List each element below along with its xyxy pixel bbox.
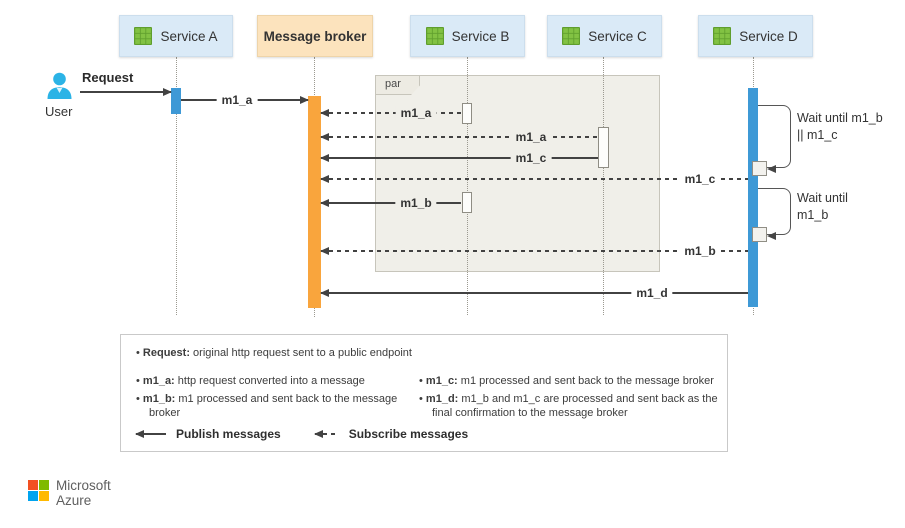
- wait-note-2: Wait until m1_b: [797, 191, 848, 222]
- wait-state-square-2: [752, 227, 767, 242]
- message-label-m1c: m1_c: [679, 172, 721, 186]
- wait-loop-2: [758, 188, 791, 240]
- arrow-m1a-subscribe-c: [320, 133, 598, 141]
- message-label-m1d: m1_d: [631, 286, 673, 300]
- par-label: par: [385, 78, 401, 90]
- arrow-m1d-publish: [320, 289, 748, 297]
- participant-service-d: Service D: [698, 15, 813, 57]
- legend-item-m1d: • m1_d: m1_b and m1_c are processed and …: [419, 393, 718, 419]
- message-label-m1a: m1_a: [510, 130, 552, 144]
- microsoft-logo-icon: [28, 480, 49, 508]
- legend-column-right: • m1_c: m1 processed and sent back to th…: [419, 374, 719, 424]
- arrow-m1b-publish: [320, 199, 461, 207]
- subscribe-label: Subscribe messages: [348, 427, 469, 441]
- message-label-m1b: m1_b: [679, 244, 721, 258]
- arrowhead-left-icon: [313, 430, 323, 438]
- par-label-tab: par: [375, 75, 420, 95]
- arrowhead-left-icon: [767, 231, 776, 240]
- arrowhead-left-icon: [320, 199, 329, 207]
- participant-service-c: Service C: [547, 15, 662, 57]
- arrowhead-right-icon: [300, 96, 309, 104]
- solid-left-arrow-icon: [135, 430, 166, 438]
- activation-service-b-2: [461, 192, 472, 213]
- arrow-request: [80, 88, 172, 96]
- person-icon: [47, 72, 72, 99]
- participant-label: Service C: [588, 28, 647, 44]
- arrowhead-left-icon: [320, 109, 329, 117]
- participant-message-broker: Message broker: [257, 15, 373, 57]
- arrowhead-left-icon: [320, 175, 329, 183]
- arrow-m1a-subscribe-b: [320, 109, 461, 117]
- brand-text: Microsoft Azure: [56, 478, 111, 508]
- arrowhead-left-icon: [320, 247, 329, 255]
- legend-arrow-key: Publish messages Subscribe messages: [135, 427, 469, 441]
- activation-service-b-1: [461, 103, 472, 124]
- arrowhead-left-icon: [320, 154, 329, 162]
- arrowhead-left-icon: [320, 289, 329, 297]
- arrowhead-left-icon: [767, 164, 776, 173]
- wait-state-square-1: [752, 161, 767, 176]
- publish-label: Publish messages: [176, 427, 281, 441]
- microsoft-azure-logo: Microsoft Azure: [28, 478, 111, 508]
- green-grid-icon: [134, 27, 153, 45]
- legend-request: • Request: original http request sent to…: [136, 347, 412, 359]
- activation-service-d: [748, 88, 758, 307]
- lifeline-service-a: [175, 57, 177, 315]
- green-grid-icon: [562, 27, 581, 45]
- legend-column-left: • m1_a: http request converted into a me…: [136, 374, 404, 424]
- message-label-m1a: m1_a: [395, 106, 437, 120]
- activation-service-a: [171, 88, 181, 114]
- participant-label: Service D: [739, 28, 798, 44]
- green-grid-icon: [713, 27, 732, 45]
- arrow-m1c-subscribe-d: [320, 175, 748, 183]
- arrowhead-left-icon: [135, 430, 144, 438]
- participant-label: Service B: [451, 28, 510, 44]
- lifeline-service-b: [466, 57, 468, 315]
- message-label-m1a: m1_a: [216, 93, 258, 107]
- actor-label: User: [45, 104, 73, 119]
- participant-label: Message broker: [263, 28, 367, 44]
- activation-broker: [308, 96, 321, 308]
- legend-box: • Request: original http request sent to…: [120, 334, 728, 452]
- arrowhead-left-icon: [320, 133, 329, 141]
- message-label-m1c: m1_c: [510, 151, 552, 165]
- dashed-left-arrow-icon: [313, 430, 339, 438]
- green-grid-icon: [425, 27, 444, 45]
- arrow-m1b-subscribe-d: [320, 247, 748, 255]
- request-label: Request: [82, 70, 134, 85]
- message-label-m1b: m1_b: [395, 196, 437, 210]
- participant-service-a: Service A: [119, 15, 233, 57]
- legend-item-m1b: • m1_b: m1 processed and sent back to th…: [136, 393, 398, 419]
- wait-loop-1: [758, 105, 791, 173]
- lifeline-service-c: [602, 57, 604, 315]
- arrowhead-right-icon: [163, 88, 172, 96]
- activation-service-c: [597, 127, 609, 168]
- wait-note-1: Wait until m1_b || m1_c: [797, 111, 883, 142]
- par-fragment: [375, 75, 660, 272]
- legend-item-m1a: • m1_a: http request converted into a me…: [136, 375, 365, 387]
- arrow-m1c-publish: [320, 154, 598, 162]
- participant-label: Service A: [160, 28, 218, 44]
- participant-service-b: Service B: [410, 15, 525, 57]
- legend-item-m1c: • m1_c: m1 processed and sent back to th…: [419, 375, 714, 387]
